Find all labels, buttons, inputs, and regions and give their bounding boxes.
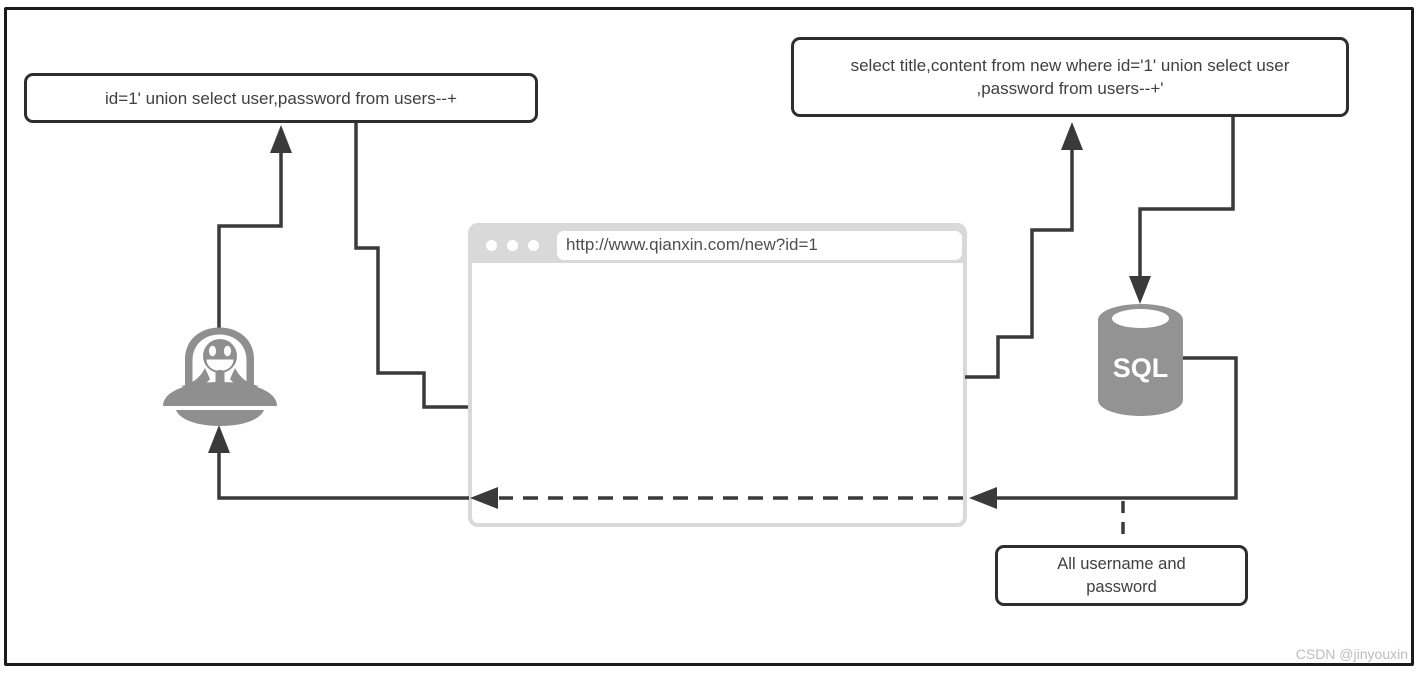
browser-header: http://www.qianxin.com/new?id=1: [472, 227, 963, 263]
attacker-payload-box: id=1' union select user,password from us…: [24, 73, 538, 123]
browser-dot-icon: [486, 239, 497, 251]
result-box: All username and password: [995, 545, 1248, 606]
sql-query-line2: ,password from users--+': [976, 79, 1164, 98]
browser-url-text: http://www.qianxin.com/new?id=1: [566, 235, 818, 254]
sql-query-line1: select title,content from new where id='…: [850, 56, 1290, 75]
browser-traffic-dots-icon: [486, 239, 539, 251]
browser-address-bar: http://www.qianxin.com/new?id=1: [557, 230, 962, 260]
browser-dot-icon: [528, 239, 539, 251]
diagram-outer-border: [4, 7, 1414, 666]
result-line2: password: [1086, 577, 1157, 596]
sql-query-box: select title,content from new where id='…: [791, 37, 1349, 117]
browser-window: http://www.qianxin.com/new?id=1: [468, 223, 967, 527]
result-line1: All username and: [1057, 554, 1186, 573]
browser-dot-icon: [507, 239, 518, 251]
watermark: CSDN @jinyouxin: [1295, 646, 1408, 662]
attacker-payload-text: id=1' union select user,password from us…: [105, 88, 457, 108]
